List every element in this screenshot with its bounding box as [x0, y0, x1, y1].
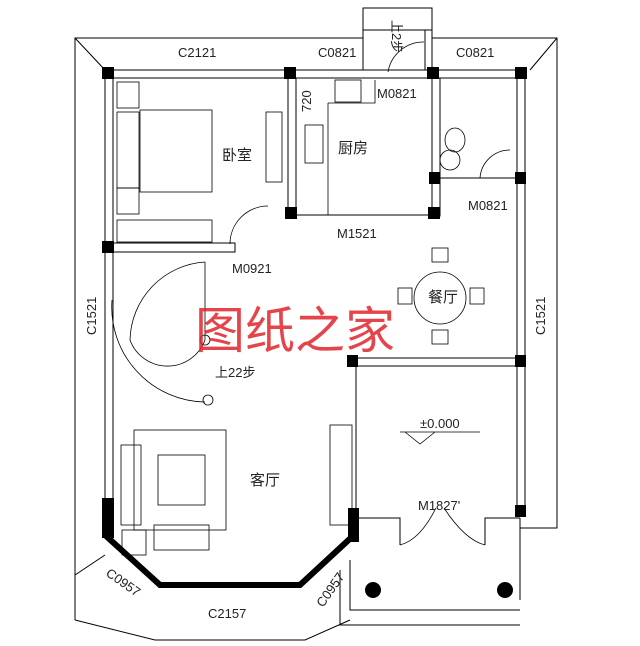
- door-label-m1827: M1827': [418, 498, 460, 513]
- watermark: 图纸之家: [195, 302, 395, 360]
- window-label-c0821: C0821: [456, 45, 494, 60]
- window-label-c2121: C2121: [178, 45, 216, 60]
- furniture: [111, 79, 485, 556]
- window-label-c1521-left: C1521: [84, 297, 99, 335]
- back-entry-shaft: [362, 7, 433, 73]
- window-label-c2157: C2157: [208, 606, 246, 621]
- elevation-label: ±0.000: [420, 416, 460, 431]
- room-label-kitchen: 厨房: [338, 139, 368, 157]
- stairs-label: 上22步: [215, 365, 255, 380]
- door-label-m0821: M0821: [468, 198, 508, 213]
- window-label-c0957-right: C0957: [313, 570, 347, 610]
- door-label-m1521: M1521: [337, 226, 377, 241]
- room-label-living: 客厅: [250, 471, 280, 489]
- window-label-c1521-right: C1521: [533, 297, 548, 335]
- room-label-bedroom: 卧室: [222, 146, 252, 164]
- window-label-c0957-left: C0957: [103, 565, 143, 599]
- door-label-m0821: M0821: [377, 86, 417, 101]
- roof-outline: [74, 37, 558, 641]
- back-stairs-label: 上2步: [389, 20, 404, 53]
- window-label-c0821: C0821: [318, 45, 356, 60]
- room-label-dining: 餐厅: [428, 288, 458, 306]
- door-label-m0921: M0921: [232, 261, 272, 276]
- walls: [102, 67, 527, 626]
- dimension-720: 720: [299, 90, 314, 112]
